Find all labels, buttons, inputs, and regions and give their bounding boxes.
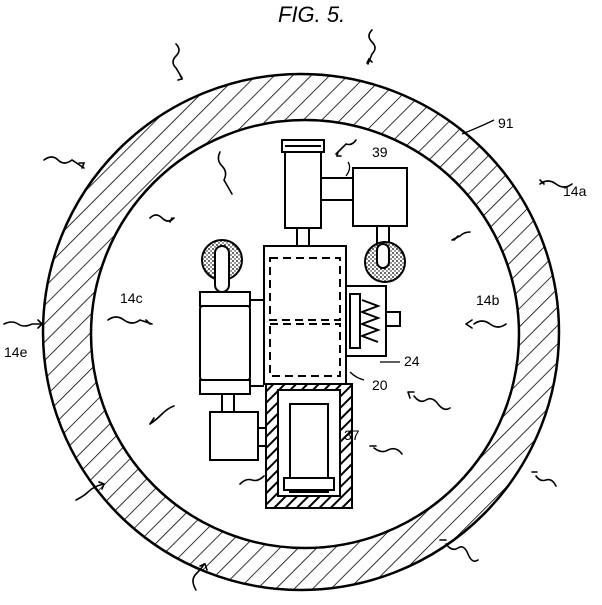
label-91: 91 (498, 115, 514, 131)
label-39: 39 (372, 144, 388, 160)
label-14c: 14c (120, 290, 143, 306)
label-20: 20 (372, 377, 388, 393)
label-37: 37 (344, 427, 360, 443)
label-14a: 14a (563, 183, 587, 199)
label-14b: 14b (476, 292, 500, 308)
label-24: 24 (404, 353, 420, 369)
figure-title: FIG. 5. (278, 2, 345, 27)
label-14e: 14e (4, 344, 28, 360)
